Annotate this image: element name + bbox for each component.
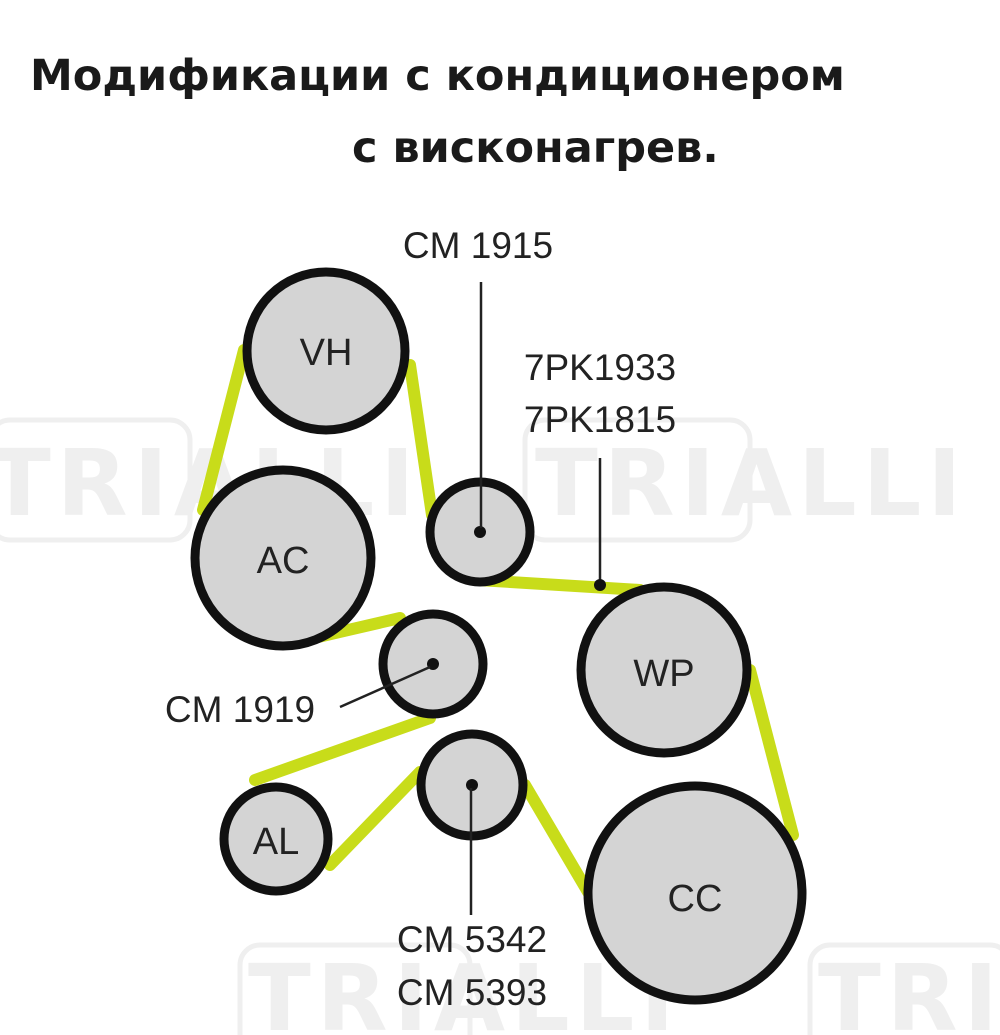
pulley-cc: CC [583, 781, 807, 1005]
callout-idler-top: CM 1915 [403, 225, 553, 266]
belt-segment-vh-ac [197, 344, 250, 516]
pulley-wp-body [576, 582, 752, 758]
callout-belt-1: 7PK1933 [524, 347, 676, 388]
idler-pulley-top-center [474, 526, 486, 538]
pulley-ac: AC [190, 465, 376, 651]
watermark-text-bottom-right: TRIALLI [818, 945, 1000, 1035]
belt-segment-tensioner-cc [519, 779, 594, 898]
pulley-al: AL [219, 782, 333, 896]
pulley-ac-label: AC [257, 540, 310, 582]
belt-segment-al-idler [249, 712, 436, 786]
diagram-title: Модификации с кондиционером с висконагре… [0, 40, 1000, 184]
watermark-text-right: TRIALLI [535, 430, 968, 537]
pulley-cc-label: CC [668, 878, 723, 920]
callout-tensioner-1: CM 5342 [397, 919, 547, 960]
watermark-text-bottom: TRIALLI [248, 945, 681, 1035]
callout-idler-mid: CM 1919 [165, 689, 315, 730]
diagram-title-line-2: с висконагрев. [352, 123, 719, 173]
pulley-vh-label: VH [300, 332, 353, 374]
diagram-title-line-1: Модификации с кондиционером [30, 51, 845, 101]
callout-tensioner-2: CM 5393 [397, 972, 547, 1013]
pulley-wp-label: WP [633, 653, 694, 695]
idler-pulley-mid [378, 609, 488, 719]
callout-leaders [339, 282, 602, 915]
pulley-ac-body [190, 465, 376, 651]
belt-segment-wp-cc [744, 664, 799, 841]
watermark-frame-left [0, 417, 193, 543]
leader-idler-mid [339, 665, 431, 709]
tensioner-pulley-center [466, 779, 478, 791]
watermark-frame-bottom [237, 942, 473, 1035]
pulley-wp: WP [576, 582, 752, 758]
belt-segment-idler-wp [472, 574, 646, 596]
pulley-vh-body [242, 267, 410, 435]
belt [197, 344, 799, 898]
belt-marker-dot [594, 579, 606, 591]
pulley-al-body [219, 782, 333, 896]
belt-segment-vh-idler [404, 359, 438, 521]
callout-belt-2: 7PK1815 [524, 399, 676, 440]
watermark-frame-right [522, 417, 753, 543]
pulley-vh: VH [242, 267, 410, 435]
pulley-al-label: AL [253, 821, 299, 863]
belt-segment-al-tensioner [324, 766, 426, 871]
pulley-cc-body [583, 781, 807, 1005]
watermark-frame-bottom-right [807, 942, 1000, 1035]
